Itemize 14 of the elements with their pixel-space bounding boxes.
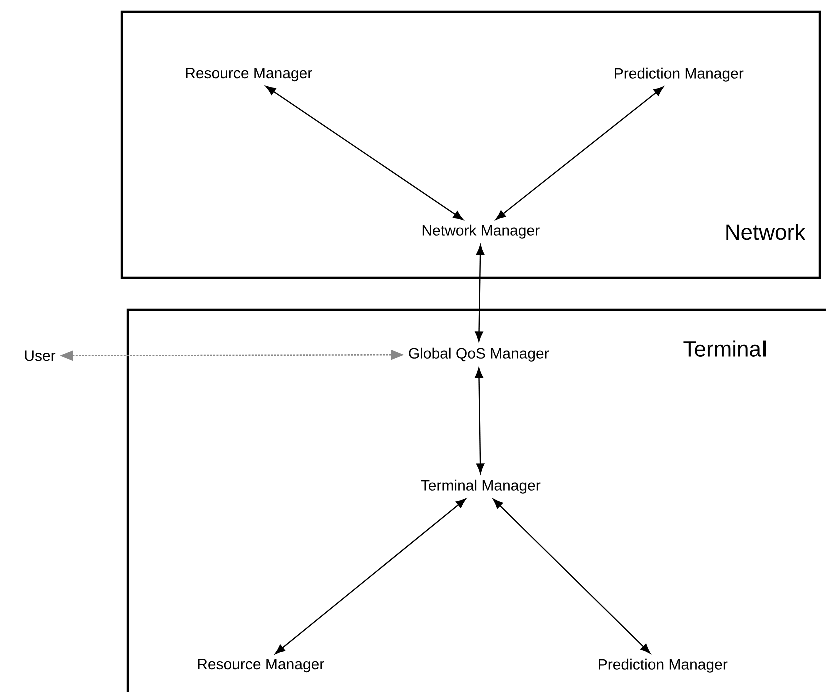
arrow bbox=[493, 498, 651, 654]
node-label: Global QoS Manager bbox=[409, 348, 550, 362]
node-label: Resource Manager bbox=[186, 68, 312, 82]
node-label: Prediction Manager bbox=[615, 68, 744, 82]
node-label: User bbox=[25, 350, 56, 362]
arrow bbox=[275, 498, 466, 654]
arrow bbox=[496, 86, 664, 220]
arrow bbox=[475, 368, 485, 474]
node-label: Network Manager bbox=[422, 224, 540, 239]
node-label: Terminal Manager bbox=[421, 480, 541, 494]
arrow bbox=[266, 86, 464, 220]
node-label: Prediction Manager bbox=[599, 658, 728, 673]
arrow bbox=[475, 244, 485, 342]
node-label: Resource Manager bbox=[198, 659, 324, 673]
